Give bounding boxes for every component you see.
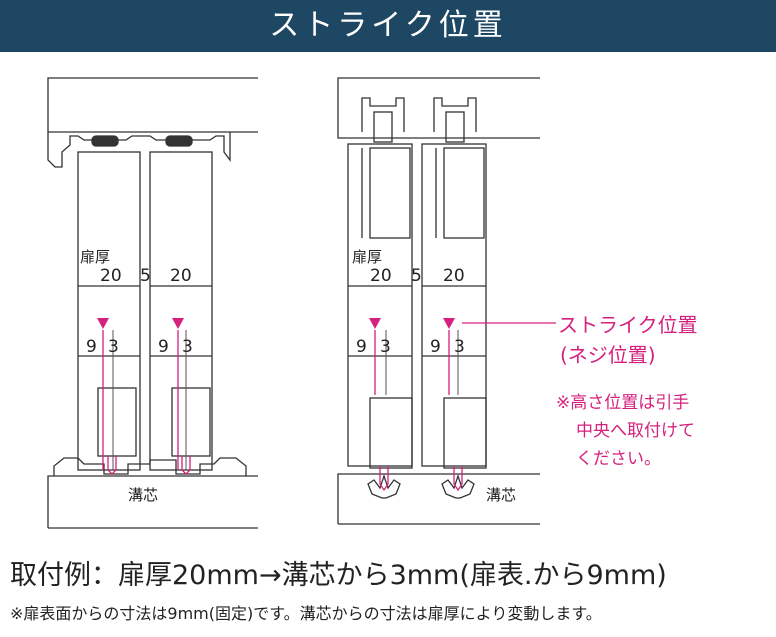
left-offset-b-1: 3 <box>108 337 119 357</box>
callout-title: ストライク位置 <box>558 313 698 337</box>
strike-marker-left-2 <box>172 318 184 329</box>
left-offset-a-1: 9 <box>86 337 97 357</box>
right-dim-gap: 5 <box>411 266 422 286</box>
callout-subtitle: (ネジ位置) <box>560 343 656 367</box>
right-offset-a-1: 9 <box>356 337 367 357</box>
right-offset-a-2: 9 <box>430 337 441 357</box>
strike-marker-left-1 <box>97 318 109 329</box>
strike-marker-right-1 <box>369 318 381 329</box>
caption-note: ※扉表面からの寸法は9mm(固定)です。溝芯からの寸法は扉厚により変動します。 <box>10 604 602 623</box>
left-dim-gap: 5 <box>140 266 151 286</box>
left-door-thickness-label: 扉厚 <box>80 248 110 266</box>
left-offset-a-2: 9 <box>158 337 169 357</box>
caption-main: 取付例：扉厚20mm→溝芯から3mm(扉表.から9mm) <box>10 560 667 591</box>
callout-note-line1: ※高さ位置は引手 <box>556 393 689 413</box>
header-title: ストライク位置 <box>0 0 776 52</box>
right-dim-right: 20 <box>443 266 465 286</box>
left-offset-b-2: 3 <box>182 337 193 357</box>
callout-note-line3: ください。 <box>576 449 661 469</box>
right-door-thickness-label: 扉厚 <box>352 248 382 266</box>
left-dim-right: 20 <box>170 266 192 286</box>
strike-position-diagram: 扉厚 20 5 20 9 3 9 3 溝芯 扉厚 20 5 20 9 3 9 3… <box>47 77 698 529</box>
right-groove-label: 溝芯 <box>486 486 516 504</box>
right-offset-b-1: 3 <box>380 337 391 357</box>
right-diagram <box>337 77 556 525</box>
callout-note-line2: 中央へ取付けて <box>576 421 695 441</box>
strike-marker-right-2 <box>443 318 455 329</box>
right-offset-b-2: 3 <box>454 337 465 357</box>
left-groove-label: 溝芯 <box>128 486 158 504</box>
left-dim-left: 20 <box>100 266 122 286</box>
left-diagram <box>47 77 258 529</box>
right-dim-left: 20 <box>370 266 392 286</box>
